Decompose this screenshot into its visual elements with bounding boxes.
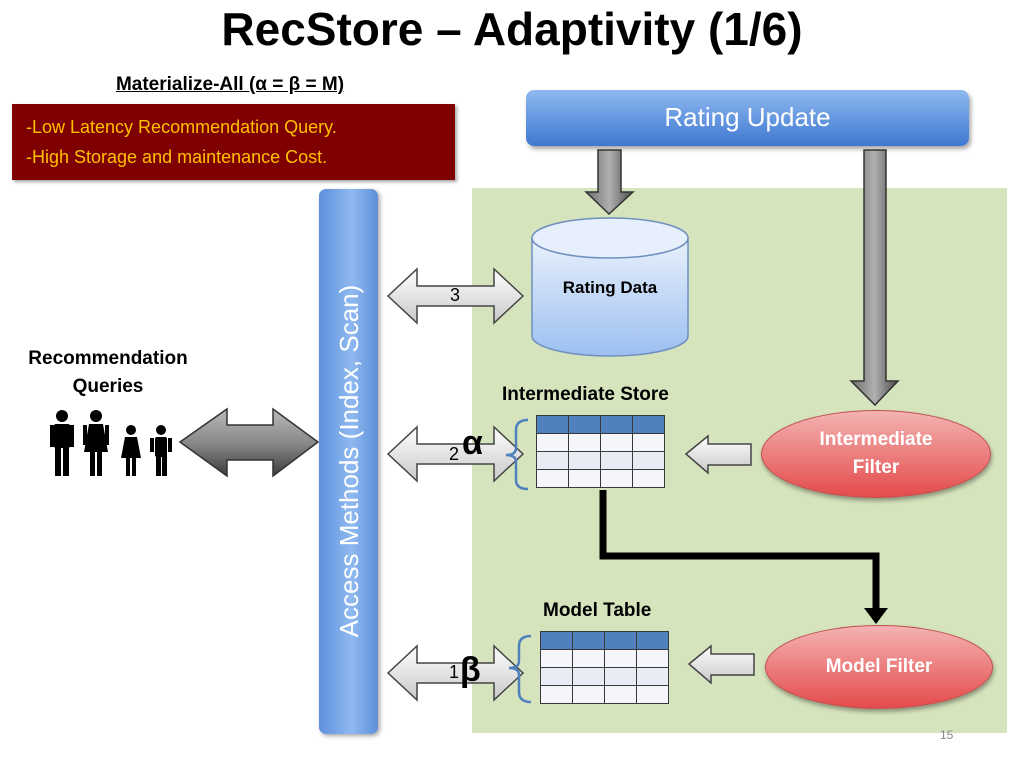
brace-model-icon — [508, 634, 532, 704]
note-line-2: -High Storage and maintenance Cost. — [26, 147, 328, 167]
brace-icon — [505, 418, 529, 491]
intermediate-filter-line-1: Intermediate — [819, 429, 933, 450]
rating-update-box: Rating Update — [526, 90, 969, 146]
arrow-number-1: 1 — [449, 662, 460, 682]
model-table-label: Model Table — [543, 600, 652, 621]
notes-box: -Low Latency Recommendation Query. -High… — [12, 104, 455, 180]
alpha-label: α — [462, 424, 483, 462]
access-methods-bar — [319, 189, 378, 734]
double-arrow-3 — [386, 267, 525, 325]
note-line-1: -Low Latency Recommendation Query. — [26, 117, 337, 137]
arrow-number-2: 2 — [449, 444, 460, 464]
model-table — [540, 631, 669, 704]
model-filter: Model Filter — [765, 625, 993, 709]
rq-label-line-1: Recommendation — [28, 348, 188, 369]
recommendation-queries-label: Recommendation Queries — [8, 345, 208, 401]
down-arrow-long-icon — [849, 149, 900, 407]
double-arrow-2 — [386, 425, 525, 483]
double-arrow-icon — [178, 407, 320, 478]
connector-line — [599, 490, 880, 612]
beta-label: β — [460, 651, 481, 689]
down-arrow-icon — [584, 149, 635, 216]
slide-title: RecStore – Adaptivity (1/6) — [221, 3, 803, 55]
cylinder-icon — [531, 217, 689, 357]
rating-data-label: Rating Data — [562, 278, 658, 297]
intermediate-filter-line-2: Filter — [852, 457, 900, 478]
people-icon — [50, 410, 172, 476]
arrow-number-3: 3 — [450, 285, 461, 305]
intermediate-store-label: Intermediate Store — [502, 384, 669, 405]
intermediate-store-table — [536, 415, 665, 488]
left-arrow-model-icon — [687, 644, 755, 685]
intermediate-filter: Intermediate Filter — [761, 410, 991, 498]
rq-label-line-2: Queries — [72, 376, 144, 397]
page-number: 15 — [940, 728, 954, 742]
left-arrow-icon — [684, 434, 752, 475]
connector-arrowhead — [864, 608, 888, 624]
double-arrow-1 — [386, 644, 525, 702]
slide-subtitle: Materialize-All (α = β = M) — [115, 74, 345, 95]
